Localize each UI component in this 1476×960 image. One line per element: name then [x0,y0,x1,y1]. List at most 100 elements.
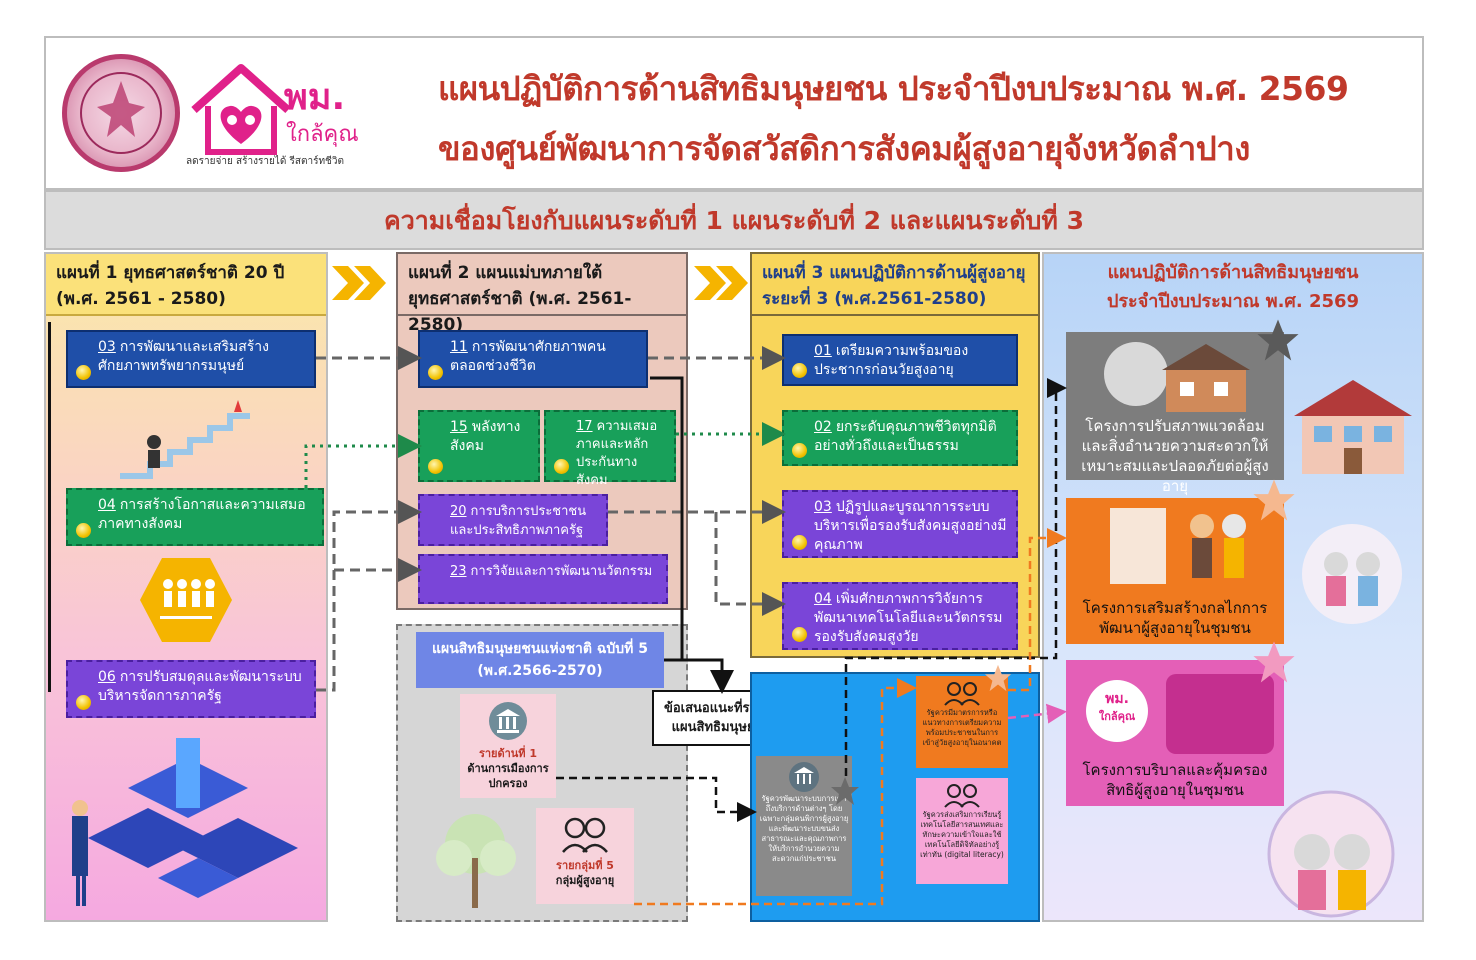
house-illustration [1096,338,1256,414]
bulb-icon [792,363,807,378]
aspect2-label: รายกลุ่มที่ 5 [556,859,614,872]
house-heart-icon [191,64,291,155]
hr-plan-title-line1: แผนสิทธิมนุษยชนแห่งชาติ ฉบับที่ 5 [432,641,648,657]
item-text: เพิ่มศักยภาพการวิจัยการพัฒนาเทคโนโลยีและ… [814,591,1003,645]
header-frame: พม. ใกล้คุณ ลดรายจ่าย สร้างรายได้ รีสตาร… [44,36,1424,190]
item-text: เตรียมความพร้อมของประชากรก่อนวัยสูงอายุ [814,343,969,378]
rec-pink-text: รัฐควรส่งเสริมการเรียนรู้เทคโนโลยีสารสนเ… [920,810,1004,859]
logo-slogan: ลดรายจ่าย สร้างรายได้ รีสตาร์ทชีวิต [186,156,344,167]
badge-brand: พม. [1105,691,1129,707]
col1-connector-line [48,322,51,692]
building-icon [489,702,527,740]
item-text: การพัฒนาและเสริมสร้างศักยภาพทรัพยากรมนุษ… [98,339,269,374]
col1-header-line1: แผนที่ 1 ยุทธศาสตร์ชาติ 20 ปี [56,263,285,283]
item-text: การวิจัยและการพัฒนานวัตกรรม [470,564,653,579]
ministry-seal-icon [62,54,180,172]
elderly-couple-illustration [1246,762,1416,918]
project-card-mechanism[interactable]: โครงการเสริมสร้างกลไกการพัฒนาผู้สูงอายุใ… [1066,498,1284,644]
star-icon [984,664,1012,692]
item-number: 03 [98,339,116,355]
page-title-line1: แผนปฏิบัติการด้านสิทธิมนุษยชน ประจำปีงบป… [438,69,1349,108]
bulb-icon [76,365,91,380]
item-text: การบริการประชาชนและประสิทธิภาพภาครัฐ [450,504,587,538]
item-number: 02 [814,419,832,435]
item-number: 15 [450,419,468,435]
col4-header-line1: แผนปฏิบัติการด้านสิทธิมนุษยชน [1107,262,1359,283]
project-text: โครงการบริบาลและคุ้มครองสิทธิผู้สูงอายุใ… [1082,761,1268,799]
col1-header: แผนที่ 1 ยุทธศาสตร์ชาติ 20 ปี (พ.ศ. 2561… [46,254,326,316]
project-card-environment[interactable]: โครงการปรับสภาพแวดล้อมและสิ่งอำนวยความสะ… [1066,332,1284,495]
col4-header: แผนปฏิบัติการด้านสิทธิมนุษยชน ประจำปีงบป… [1044,258,1422,318]
item-number: 06 [98,669,116,685]
subtitle-bar: ความเชื่อมโยงกับแผนระดับที่ 1 แผนระดับที… [44,190,1424,250]
col3-header-line1: แผนที่ 3 แผนปฏิบัติการด้านผู้สูงอายุ [762,263,1026,283]
rec-orange-text: รัฐควรมีมาตรการหรือแนวทางการเตรียมความพร… [922,708,1002,747]
tree-illustration [420,806,530,916]
bulb-icon [792,627,807,642]
bulb-icon [76,523,91,538]
item-text: การพัฒนาศักยภาพคนตลอดช่วงชีวิต [450,339,606,374]
aspect1-label: รายด้านที่ 1 [478,747,538,760]
col3-header-line2: ระยะที่ 3 (พ.ศ.2561-2580) [762,289,987,309]
elderly-couple-icon [942,782,982,808]
logo-brand: พม. [284,77,346,118]
hr-plan-title-line2: (พ.ศ.2566-2570) [477,663,603,679]
project-text: โครงการเสริมสร้างกลไกการพัฒนาผู้สูงอายุใ… [1082,599,1268,637]
house-illustration [1290,376,1416,476]
item-number: 04 [98,497,116,513]
chevron-icon [330,264,390,302]
chevron-icon [692,264,752,302]
badge-sub: ใกล้คุณ [1098,710,1136,723]
elderly-illustration [1106,504,1256,594]
star-icon [830,776,860,806]
hr-plan-title: แผนสิทธิมนุษยชนแห่งชาติ ฉบับที่ 5 (พ.ศ.2… [416,632,664,688]
bulb-icon [554,459,569,474]
item-text: ความเสมอภาคและหลักประกันทางสังคม [576,419,658,488]
col2-header-line1: แผนที่ 2 แผนแม่บทภายใต้ [408,263,603,283]
col3-header: แผนที่ 3 แผนปฏิบัติการด้านผู้สูงอายุ ระย… [752,254,1038,316]
bulb-icon [792,535,807,550]
item-text: การปรับสมดุลและพัฒนาระบบบริหารจัดการภาคร… [98,669,302,704]
bulb-icon [792,443,807,458]
item-number: 17 [576,419,593,434]
item-text: ปฏิรูปและบูรณาการระบบบริหารเพื่อรองรับสั… [814,499,1007,553]
aspect1-desc: ด้านการเมืองการปกครอง [467,762,549,790]
item-number: 01 [814,343,832,359]
page-title-line2: ของศูนย์พัฒนาการจัดสวัสดิการสังคมผู้สูงอ… [438,129,1250,168]
rec-pink-card[interactable]: รัฐควรส่งเสริมการเรียนรู้เทคโนโลยีสารสนเ… [916,778,1008,884]
star-icon [1252,478,1296,522]
item-text: ยกระดับคุณภาพชีวิตทุกมิติอย่างทั่วถึงและ… [814,419,997,454]
star-icon [1256,318,1300,362]
col2-header: แผนที่ 2 แผนแม่บทภายใต้ ยุทธศาสตร์ชาติ (… [398,254,686,335]
item-number: 20 [450,504,467,519]
elderly-couple-icon [942,680,982,706]
item-number: 03 [814,499,832,515]
bulb-icon [428,365,443,380]
col1-header-line2: (พ.ศ. 2561 - 2580) [56,289,226,309]
project-card-care[interactable]: พม. ใกล้คุณ โครงการบริบาลและคุ้มครองสิทธ… [1066,660,1284,806]
aspect2-card[interactable]: รายกลุ่มที่ 5 กลุ่มผู้สูงอายุ [536,808,634,904]
star-icon [1252,640,1296,684]
aspect1-card[interactable]: รายด้านที่ 1 ด้านการเมืองการปกครอง [460,694,556,798]
item-text: พลังทางสังคม [450,419,521,454]
equality-hexagon-icon [138,556,234,644]
building-icon [789,762,819,792]
col4-header-line2: ประจำปีงบประมาณ พ.ศ. 2569 [1106,291,1360,312]
staircase-illustration [110,398,260,479]
aspect2-desc: กลุ่มผู้สูงอายุ [555,874,615,887]
project-text: โครงการปรับสภาพแวดล้อมและสิ่งอำนวยความสะ… [1081,417,1269,495]
bulb-icon [76,695,91,710]
item-number: 11 [450,339,468,355]
